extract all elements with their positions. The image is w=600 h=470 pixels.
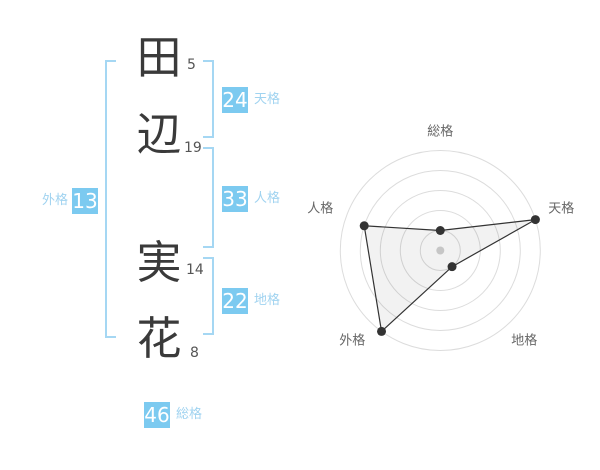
soukaku-label: 総格 — [176, 407, 203, 422]
radar-point — [447, 262, 457, 272]
radar-polygon — [363, 219, 536, 333]
jinkaku-label: 人格 — [254, 191, 281, 206]
stroke-count-4: 8 — [190, 345, 199, 361]
gaikaku-value-badge: 13 — [72, 188, 98, 214]
jinkaku-value-badge: 33 — [222, 186, 248, 212]
name-char-3: 実 — [136, 236, 182, 289]
radar-ring — [339, 150, 541, 351]
gaikaku-label: 外格 — [41, 193, 68, 208]
radar-axis-label: 総格 — [427, 124, 453, 140]
chikaku-bracket — [203, 257, 214, 335]
gaikaku-bracket — [105, 60, 116, 338]
tenkaku-value-badge: 24 — [222, 87, 248, 113]
radar-axis-label: 人格 — [307, 201, 333, 217]
tenkaku-label: 天格 — [254, 92, 281, 107]
radar-axis-label: 地格 — [511, 333, 537, 349]
radar-point — [359, 221, 369, 231]
tenkaku-bracket — [203, 60, 214, 138]
stroke-count-2: 19 — [184, 140, 202, 156]
radar-ring — [379, 190, 501, 311]
radar-axis-label: 外格 — [339, 333, 365, 349]
soukaku-value-badge: 46 — [144, 402, 170, 428]
jinkaku-bracket — [203, 147, 214, 248]
name-char-1: 田 — [136, 31, 182, 84]
radar-point — [530, 215, 540, 225]
radar-point — [435, 226, 445, 235]
radar-axis-label: 天格 — [548, 201, 574, 217]
stroke-count-3: 14 — [186, 262, 204, 278]
chikaku-label: 地格 — [254, 293, 281, 308]
radar-point — [377, 326, 387, 336]
name-char-2: 辺 — [136, 108, 182, 161]
stroke-count-1: 5 — [187, 57, 196, 73]
name-char-4: 花 — [136, 312, 182, 365]
chikaku-value-badge: 22 — [222, 288, 248, 314]
radar-ring — [359, 170, 521, 331]
radar-center-dot — [436, 246, 445, 255]
